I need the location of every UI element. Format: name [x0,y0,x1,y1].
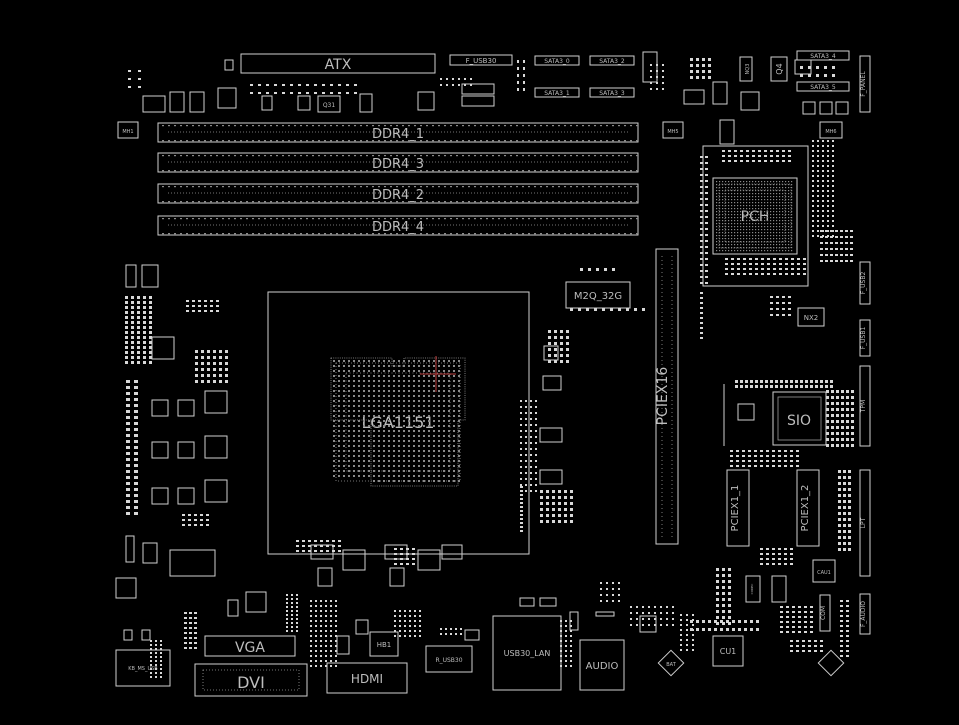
f-panel-header[interactable]: F_PANEL [859,55,871,113]
svg-text:M2Q_32G: M2Q_32G [574,291,622,302]
socket-right-components [539,345,563,485]
usb30-lan-port[interactable]: USB30_LAN [492,615,562,691]
hb1-component: HB1 [369,631,399,657]
cau1-component: CAU1 [812,559,836,583]
svg-text:DDR4_1: DDR4_1 [372,127,424,142]
dimm-slot-ddr4-2[interactable]: DDR4_2 [157,183,639,204]
svg-text:MH1: MH1 [122,129,133,135]
pciex1-2-slot[interactable]: PCIEX1_2 [796,469,820,547]
r-usb30-port[interactable]: R_USB30 [425,645,473,673]
com-header[interactable]: COM [819,594,831,632]
cu1-chip: CU1 [712,635,744,667]
svg-text:F_AUDIO: F_AUDIO [860,601,867,627]
svg-text:KB_MS_USB: KB_MS_USB [128,666,158,672]
smd-pad-field [125,58,854,678]
svg-text:HB1: HB1 [377,641,392,649]
svg-text:SATA3_3: SATA3_3 [599,90,625,97]
svg-text:CAU1: CAU1 [817,570,831,576]
nq3-component: NQ3 [739,56,753,82]
svg-text:CODEC: CODEC [750,584,754,595]
tpm-header[interactable]: TPM [859,365,871,447]
svg-text:F_USB30: F_USB30 [466,57,497,65]
svg-text:SIO: SIO [787,413,811,429]
sata3-3-connector[interactable]: SATA3_3 [589,87,635,98]
q31-component: Q31 [317,95,341,113]
svg-text:CU1: CU1 [720,647,737,656]
cpu-socket[interactable]: LGA1151 [267,291,530,555]
dvi-port[interactable]: DVI [194,663,308,697]
top-small-components [142,51,849,115]
svg-text:DDR4_3: DDR4_3 [372,157,424,172]
sata3-4-connector[interactable]: SATA3_4 [796,50,850,61]
svg-text:PCIEX1_2: PCIEX1_2 [800,485,811,532]
svg-text:F_PANEL: F_PANEL [860,71,867,97]
svg-text:LGA1151: LGA1151 [362,413,435,432]
audio-jack[interactable]: AUDIO [579,639,625,691]
atx-power-connector[interactable]: ATX [240,53,436,74]
pciex1-1-slot[interactable]: PCIEX1_1 [726,469,750,547]
mount-hole-mh5: MH5 [662,121,684,139]
sata3-2-connector[interactable]: SATA3_2 [589,55,635,66]
svg-text:Q31: Q31 [323,102,336,109]
svg-text:NQ3: NQ3 [745,64,751,75]
svg-text:R_USB30: R_USB30 [435,657,462,664]
svg-text:NX2: NX2 [804,314,819,322]
sata3-1-connector[interactable]: SATA3_1 [534,87,580,98]
svg-text:BAT: BAT [666,662,676,668]
svg-text:TPM: TPM [860,400,867,413]
mount-hole-mh1: MH1 [117,121,139,139]
svg-text:DDR4_2: DDR4_2 [372,188,424,203]
f-audio-header[interactable]: F_AUDIO [859,593,871,635]
atx-label: ATX [325,57,352,73]
nx2-component: NX2 [797,307,825,327]
f-usb1-header[interactable]: F_USB1 [859,319,871,357]
svg-text:SATA3_2: SATA3_2 [599,58,625,65]
svg-text:SATA3_1: SATA3_1 [544,90,570,97]
svg-text:COM: COM [820,606,827,620]
svg-text:SATA3_0: SATA3_0 [544,58,570,65]
hdmi-port[interactable]: HDMI [326,662,408,694]
f-usb30-header[interactable]: F_USB30 [449,54,513,66]
q4-component: Q4 [770,56,788,82]
svg-text:PCIEX1_1: PCIEX1_1 [730,485,741,532]
io-small-components [123,597,615,655]
svg-text:DDR4_4: DDR4_4 [372,220,424,235]
kb-ms-usb-port[interactable]: KB_MS_USB [115,649,171,687]
svg-text:AUDIO: AUDIO [586,661,619,672]
bat-diamond: BAT [657,649,685,677]
svg-text:USB30_LAN: USB30_LAN [504,649,551,658]
svg-text:MH6: MH6 [825,129,836,135]
svg-text:SATA3_4: SATA3_4 [810,53,836,60]
mount-hole-mh6: MH6 [819,121,843,139]
svg-text:VGA: VGA [235,640,265,656]
svg-text:LPT: LPT [860,517,867,528]
svg-text:Q4: Q4 [775,63,784,74]
svg-text:HDMI: HDMI [351,672,383,686]
lpt-header[interactable]: LPT [859,469,871,577]
svg-text:DVI: DVI [237,673,265,692]
dimm-slot-ddr4-3[interactable]: DDR4_3 [157,152,639,173]
svg-text:SATA3_5: SATA3_5 [810,84,836,91]
dimm-slot-ddr4-4[interactable]: DDR4_4 [157,215,639,236]
m2-slot[interactable]: M2Q_32G [565,281,631,309]
svg-text:F_USB2: F_USB2 [860,272,867,295]
dimm-slot-ddr4-1[interactable]: DDR4_1 [157,122,639,143]
svg-text:PCIEX16: PCIEX16 [655,367,671,426]
f-usb2-header[interactable]: F_USB2 [859,261,871,305]
pciex16-slot[interactable]: PCIEX16 [655,248,679,545]
sata3-5-connector[interactable]: SATA3_5 [796,81,850,92]
codec-chip: CODEC [745,575,787,603]
sio-chip: SIO [772,391,827,446]
sata3-0-connector[interactable]: SATA3_0 [534,55,580,66]
svg-text:MH5: MH5 [667,129,678,135]
svg-text:F_USB1: F_USB1 [860,327,867,350]
vrm-components [115,264,267,617]
vga-port[interactable]: VGA [204,635,296,657]
